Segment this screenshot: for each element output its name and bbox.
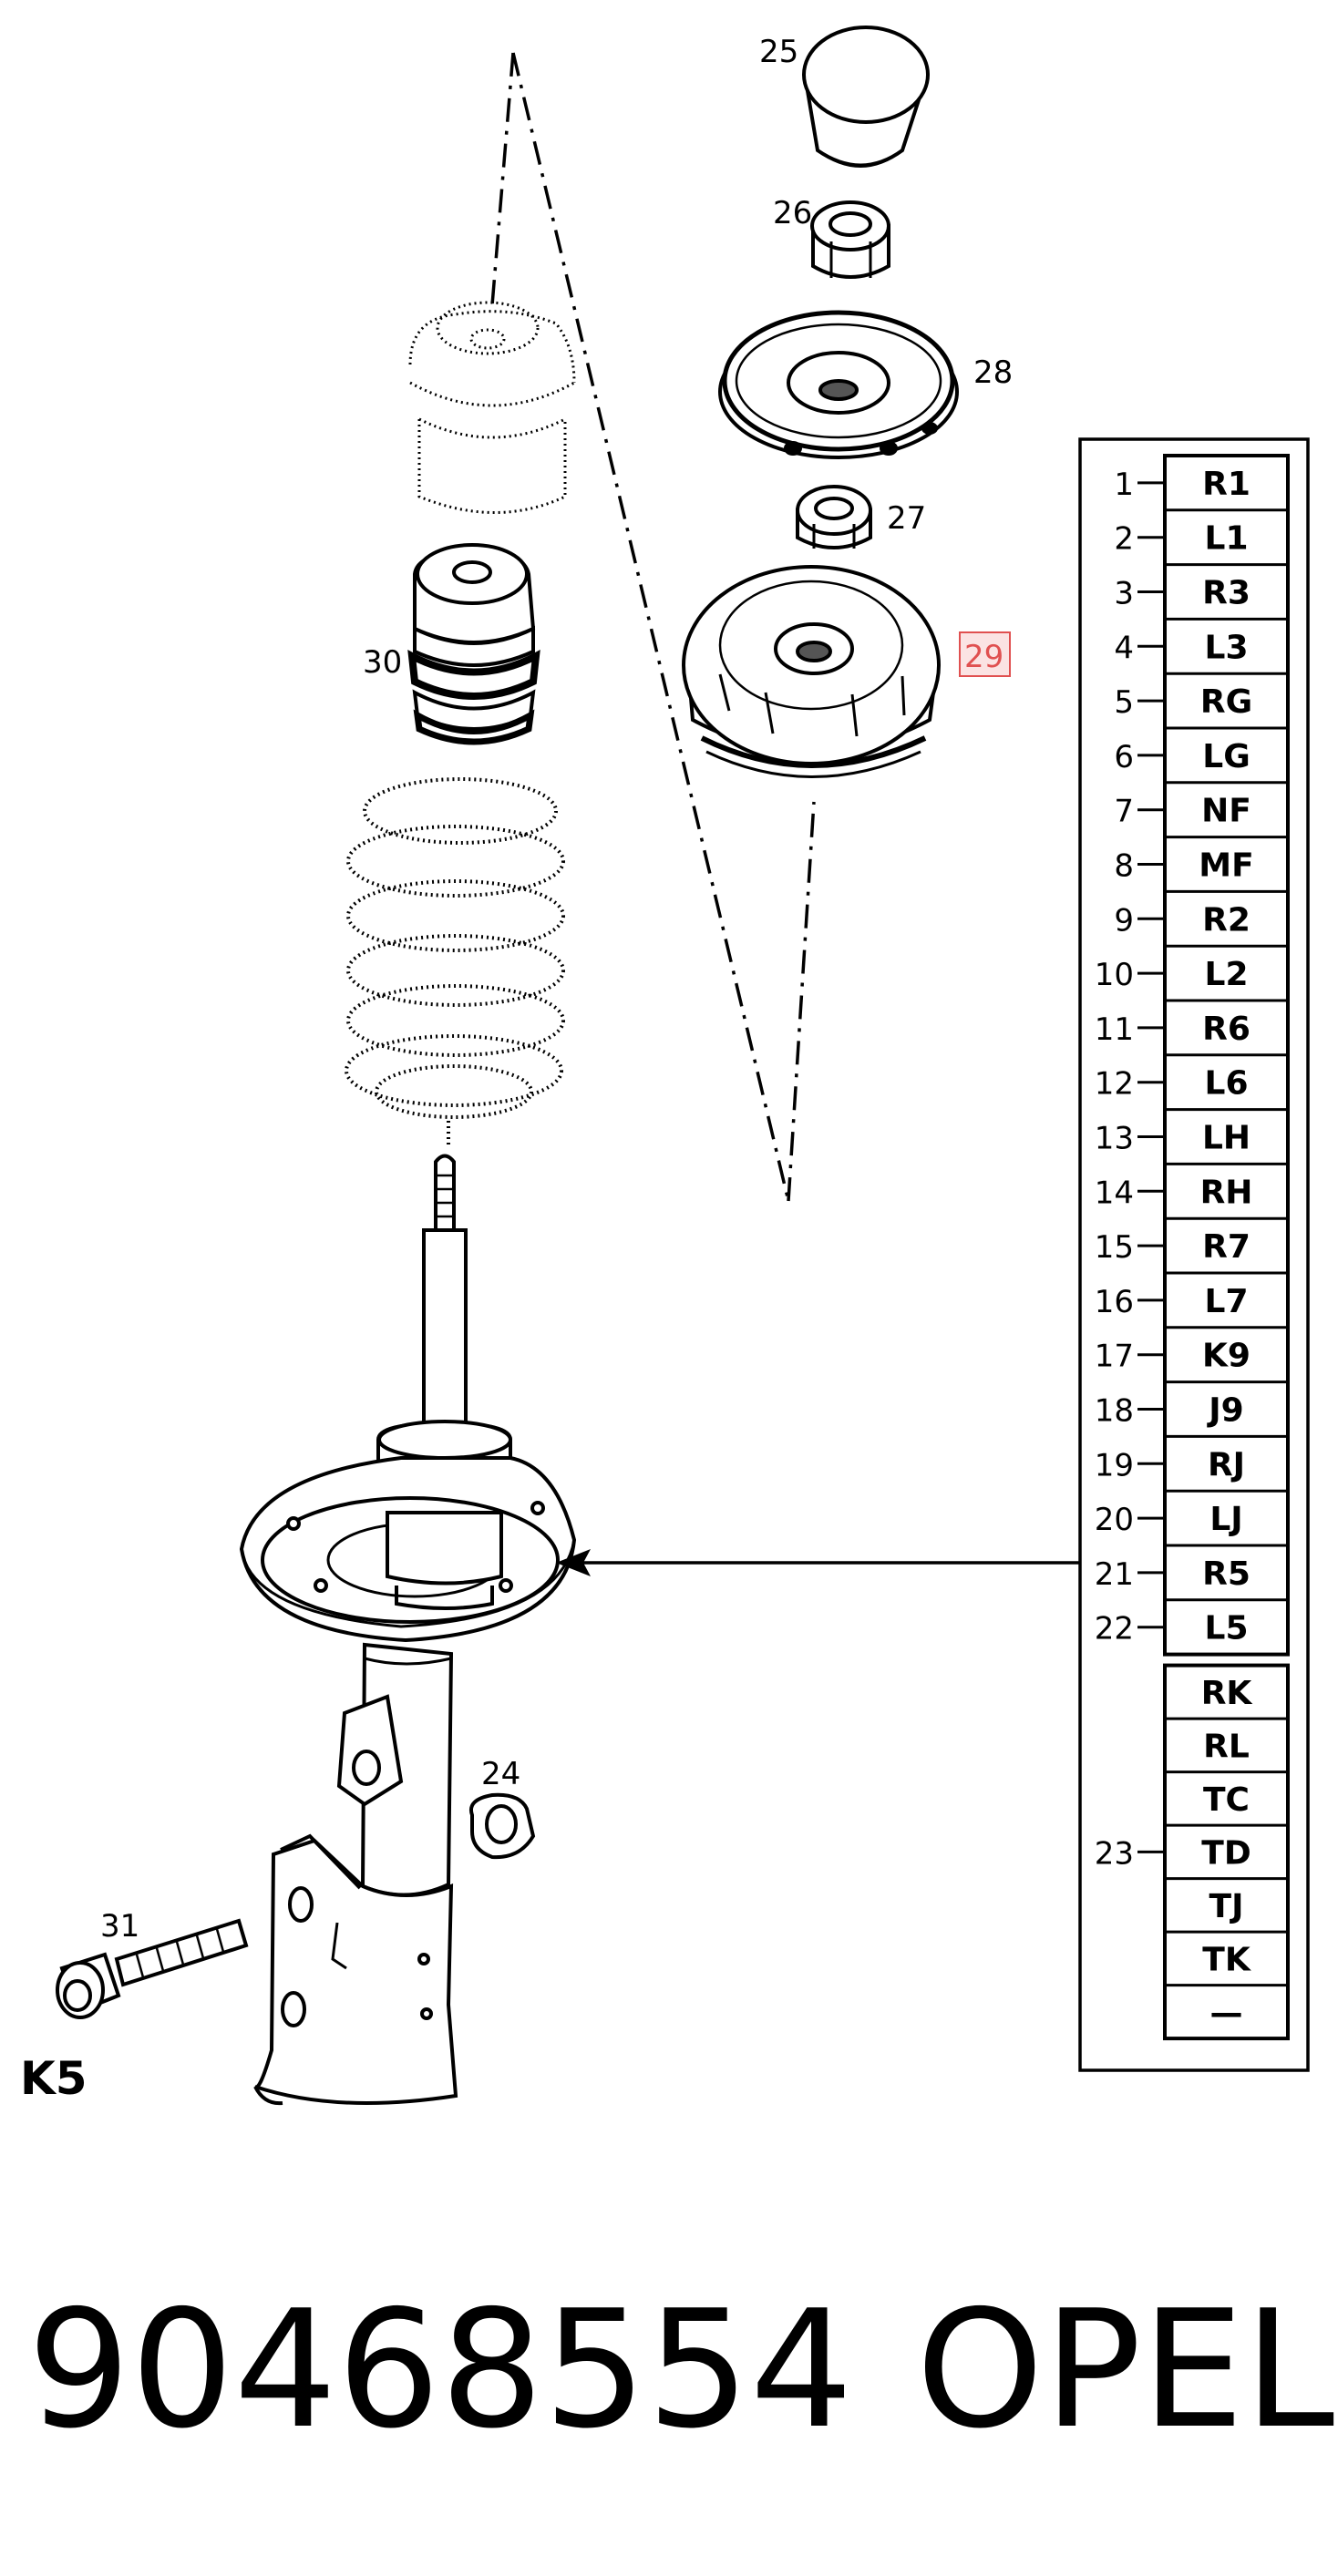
table-row-number: 22 [1095,1611,1134,1647]
table-row-code: NF [1201,793,1251,830]
shock-absorber-strut [239,1154,577,2106]
table-row-code: LJ [1209,1501,1242,1538]
table-group-code: RK [1201,1675,1253,1712]
table-row-number: 6 [1114,739,1134,775]
part-31-bolt [56,1918,249,2019]
part-28-mount-plate [718,310,959,459]
table-row-number: 15 [1095,1229,1134,1266]
variant-table: 1 R1 2 L1 3 R3 4 L3 5 RG 6 LG 7 NF 8 MF 9 R2 10 L2 11 R6 12 L6 1… [1078,437,1310,2072]
coil-spring-dotted [345,777,565,1148]
table-row-number: 10 [1095,957,1134,993]
table-row-number: 12 [1095,1066,1134,1103]
table-row-number: 19 [1095,1447,1134,1483]
table-group-code: TC [1203,1781,1250,1819]
table-group-code: RL [1203,1728,1250,1765]
table-row-number: 7 [1114,794,1134,830]
table-row-code: RG [1200,683,1252,721]
guide-line-diagonal [511,52,790,1202]
table-row-code: L2 [1205,956,1249,993]
table-row-number: 8 [1114,848,1134,885]
table-row-number: 16 [1095,1284,1134,1320]
brand-name: OPEL [916,2275,1334,2464]
table-row-number: 3 [1114,576,1134,612]
callout-30: 30 [363,644,402,681]
guide-line-right [787,801,816,1202]
table-row-code: MF [1199,847,1253,885]
table-row-code: LH [1202,1120,1251,1157]
table-row-code: L5 [1205,1610,1249,1647]
callout-29-highlight [959,631,1011,677]
table-row-number: 21 [1095,1556,1134,1593]
table-row-code: R6 [1202,1011,1251,1048]
table-row-code: R5 [1202,1555,1251,1593]
callout-25: 25 [759,34,798,70]
table-row-number: 11 [1095,1011,1134,1048]
table-pointer-arrow [556,1549,1080,1576]
table-row-number: 1 [1114,467,1134,503]
table-row-code: K9 [1202,1338,1251,1375]
table-row-code: R3 [1202,575,1251,612]
table-row-code: L1 [1205,520,1249,558]
table-row-number: 13 [1095,1121,1134,1157]
guide-line-left [490,52,515,306]
table-row-number: 2 [1114,521,1134,558]
table-group-number: 23 [1095,1835,1134,1872]
table-row-code: L7 [1205,1283,1249,1320]
part-number: 90468554 [27,2275,853,2464]
table-row-number: 9 [1114,902,1134,939]
section-code: K5 [20,2052,87,2105]
part-27-nut [796,485,872,549]
table-row-number: 5 [1114,684,1134,721]
part-24-flange-nut [469,1792,536,1860]
table-row-number: 18 [1095,1393,1134,1430]
table-row-code: LG [1202,738,1251,775]
part-29-strut-mount [682,565,941,778]
table-group-code: TD [1201,1834,1251,1872]
part-26-nut [810,200,890,279]
callout-26: 26 [773,195,812,231]
callout-28: 28 [973,354,1013,391]
table-row-number: 4 [1114,630,1134,666]
table-outer-frame [1078,437,1310,2072]
part-25-cap [802,26,930,168]
table-row-code: R1 [1202,466,1251,503]
table-row-code: R7 [1202,1228,1251,1266]
dust-cover-dotted [408,301,576,514]
table-group-code: TK [1202,1941,1251,1978]
table-row-number: 20 [1095,1502,1134,1538]
table-row-code: L6 [1205,1065,1249,1103]
table-row-number: 14 [1095,1175,1134,1211]
table-group-code: TJ [1209,1888,1244,1925]
callout-31: 31 [100,1908,139,1945]
table-row-code: R2 [1202,901,1251,939]
table-row-code: RH [1200,1174,1253,1211]
table-row-code: J9 [1206,1392,1243,1430]
table-row-number: 17 [1095,1339,1134,1375]
table-row-code: L3 [1205,629,1249,666]
table-group-code: — [1210,1995,1243,2032]
callout-24: 24 [481,1756,520,1792]
callout-29: 29 [964,639,1004,675]
callout-labels: 25 26 28 27 29 30 24 31 K5 [20,34,1013,2105]
guide-lines [490,52,816,1202]
table-row-code: RJ [1208,1446,1245,1483]
part-30-bump-stop [407,543,540,745]
callout-27: 27 [887,500,926,537]
